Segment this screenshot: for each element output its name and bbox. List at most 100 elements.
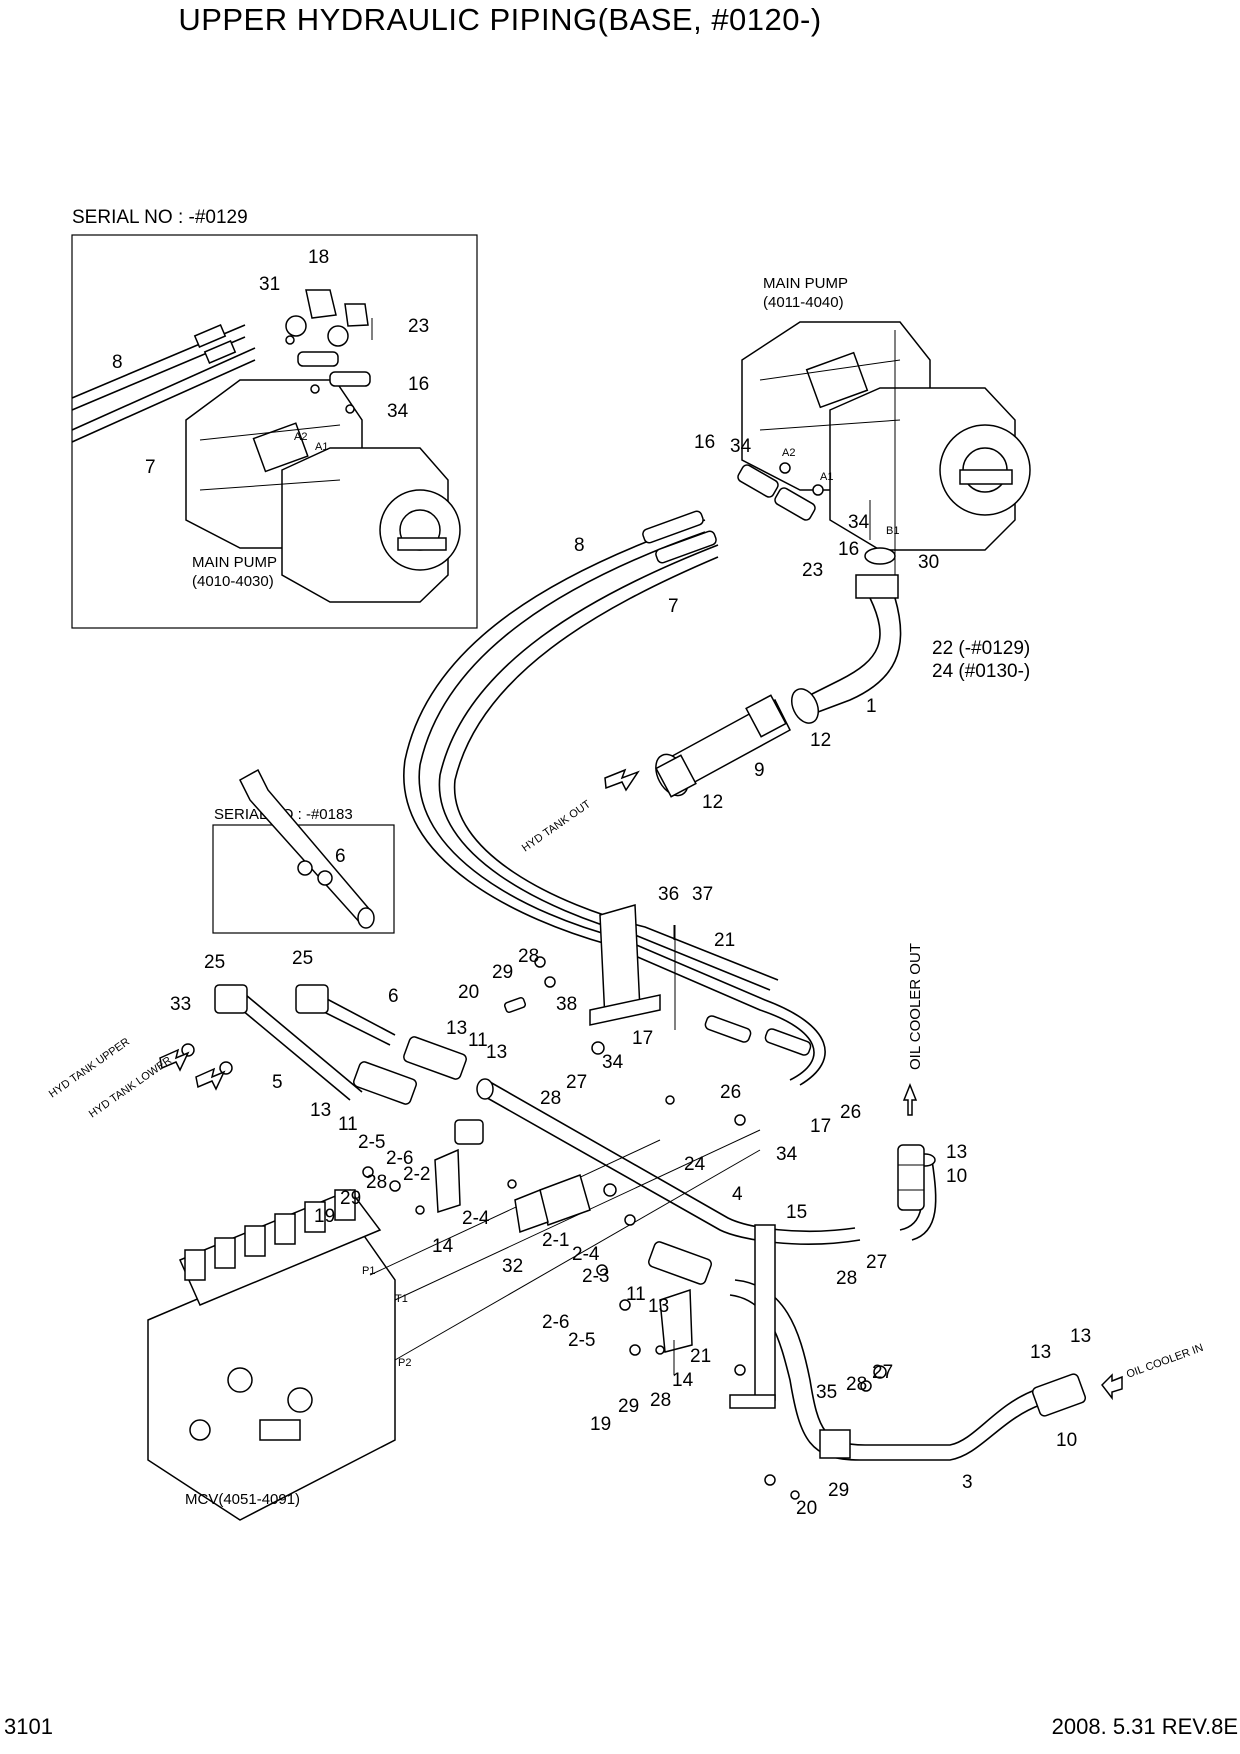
page-title: UPPER HYDRAULIC PIPING(BASE, #0120-)	[178, 2, 822, 37]
callout: 2-6	[386, 1148, 413, 1169]
callout: 7	[145, 457, 156, 478]
port-label: P1	[362, 1265, 375, 1277]
callout: 20	[796, 1498, 817, 1519]
port-label: A2	[294, 431, 307, 443]
port-labels: A2 A1 A2 A1 B1 P1 T1 P2	[294, 431, 899, 1369]
callout: 23	[408, 316, 429, 337]
callout: 17	[810, 1116, 831, 1137]
port-label: A1	[315, 441, 328, 453]
inset-pipe-6	[239, 768, 375, 929]
callout: 24	[684, 1154, 706, 1175]
callout: 2-4	[572, 1244, 600, 1265]
pipe-3	[729, 1279, 1087, 1461]
port-label: B1	[886, 525, 899, 537]
callout: 30	[918, 552, 939, 573]
port-label: P2	[398, 1357, 411, 1369]
callout: 8	[112, 352, 123, 373]
return-pipes	[181, 984, 467, 1105]
mcv-label: MCV(4051-4091)	[185, 1491, 300, 1508]
callout: 29	[340, 1188, 361, 1209]
main-pump-new-label: MAIN PUMP	[763, 275, 848, 292]
callout: 6	[388, 986, 399, 1007]
callout: 13	[946, 1142, 967, 1163]
callout: 36	[658, 884, 679, 905]
callout: 28	[540, 1088, 561, 1109]
callout: 24 (#0130-)	[932, 661, 1030, 682]
callout: 27	[872, 1362, 893, 1383]
callout: 37	[692, 884, 713, 905]
callout: 15	[786, 1202, 807, 1223]
callout: 2-5	[358, 1132, 385, 1153]
callout: 2-1	[542, 1230, 569, 1251]
callout: 9	[754, 760, 765, 781]
callout: 19	[314, 1206, 335, 1227]
pipe-inset-frame	[212, 824, 395, 934]
callout: 14	[432, 1236, 454, 1257]
callout: 33	[170, 994, 191, 1015]
callout: 35	[816, 1382, 837, 1403]
callout: 1	[866, 696, 877, 717]
callout: 29	[828, 1480, 849, 1501]
callout: 10	[946, 1166, 967, 1187]
callout: 12	[702, 792, 723, 813]
callout: 2-5	[568, 1330, 595, 1351]
callout: 11	[626, 1284, 646, 1305]
callout: 2-6	[542, 1312, 569, 1333]
callout: 6	[335, 846, 346, 867]
port-label: A2	[782, 447, 795, 459]
callout: 38	[556, 994, 577, 1015]
callout: 25	[204, 952, 225, 973]
port-label: T1	[395, 1293, 408, 1305]
callout: 23	[802, 560, 823, 581]
oil-cooler-in-label: OIL COOLER IN	[1125, 1342, 1205, 1381]
callout: 25	[292, 948, 313, 969]
inset-fittings	[285, 289, 373, 414]
callout: 17	[632, 1028, 653, 1049]
inset-hoses	[71, 324, 256, 443]
main-pump-upper	[741, 321, 1031, 551]
callout: 2-2	[403, 1164, 430, 1185]
callout: 5	[272, 1072, 283, 1093]
callout: 28	[836, 1268, 857, 1289]
callout: 26	[840, 1102, 861, 1123]
callout: 28	[650, 1390, 671, 1411]
callout: 4	[732, 1184, 743, 1205]
component-labels: MAIN PUMP (4011-4040) MAIN PUMP (4010-40…	[185, 275, 848, 1508]
callout: 10	[1056, 1430, 1077, 1451]
callout: 7	[668, 596, 679, 617]
revision-stamp: 2008. 5.31 REV.8E	[1051, 1714, 1238, 1739]
callout: 13	[446, 1018, 467, 1039]
pump-inset-serial: SERIAL NO : -#0129	[72, 207, 248, 228]
callout: 34	[730, 436, 752, 457]
callout: 26	[720, 1082, 741, 1103]
callout: 29	[492, 962, 513, 983]
callout: 16	[838, 539, 859, 560]
callout: 31	[259, 274, 280, 295]
callout: 3	[962, 1472, 973, 1493]
oil-cooler-out-label: OIL COOLER OUT	[907, 943, 924, 1070]
callout: 21	[690, 1346, 711, 1367]
bracket-15	[729, 1224, 776, 1409]
callout: 2-4	[462, 1208, 490, 1229]
callout: 34	[602, 1052, 624, 1073]
callout: 20	[458, 982, 479, 1003]
callout: 18	[308, 247, 329, 268]
callout: 13	[310, 1100, 331, 1121]
hardware	[362, 925, 887, 1500]
callout: 13	[648, 1296, 669, 1317]
callout: 28	[518, 946, 539, 967]
callout: 28	[366, 1172, 387, 1193]
callout: 21	[714, 930, 735, 951]
callout: 34	[387, 401, 409, 422]
callout-numbers: 18 31 23 8 16 34 7 16 34 34 16 23 30 8 7…	[112, 247, 1091, 1519]
hyd-tank-out-label: HYD TANK OUT	[520, 798, 593, 854]
oil-cooler-out-fitting	[897, 1144, 925, 1211]
bracket-36	[589, 904, 676, 1030]
main-pump-old-code: (4010-4030)	[192, 573, 274, 590]
mcv-valve	[147, 1129, 761, 1521]
callout: 12	[810, 730, 831, 751]
callout: 29	[618, 1396, 639, 1417]
callout: 34	[776, 1144, 798, 1165]
callout: 13	[1030, 1342, 1051, 1363]
